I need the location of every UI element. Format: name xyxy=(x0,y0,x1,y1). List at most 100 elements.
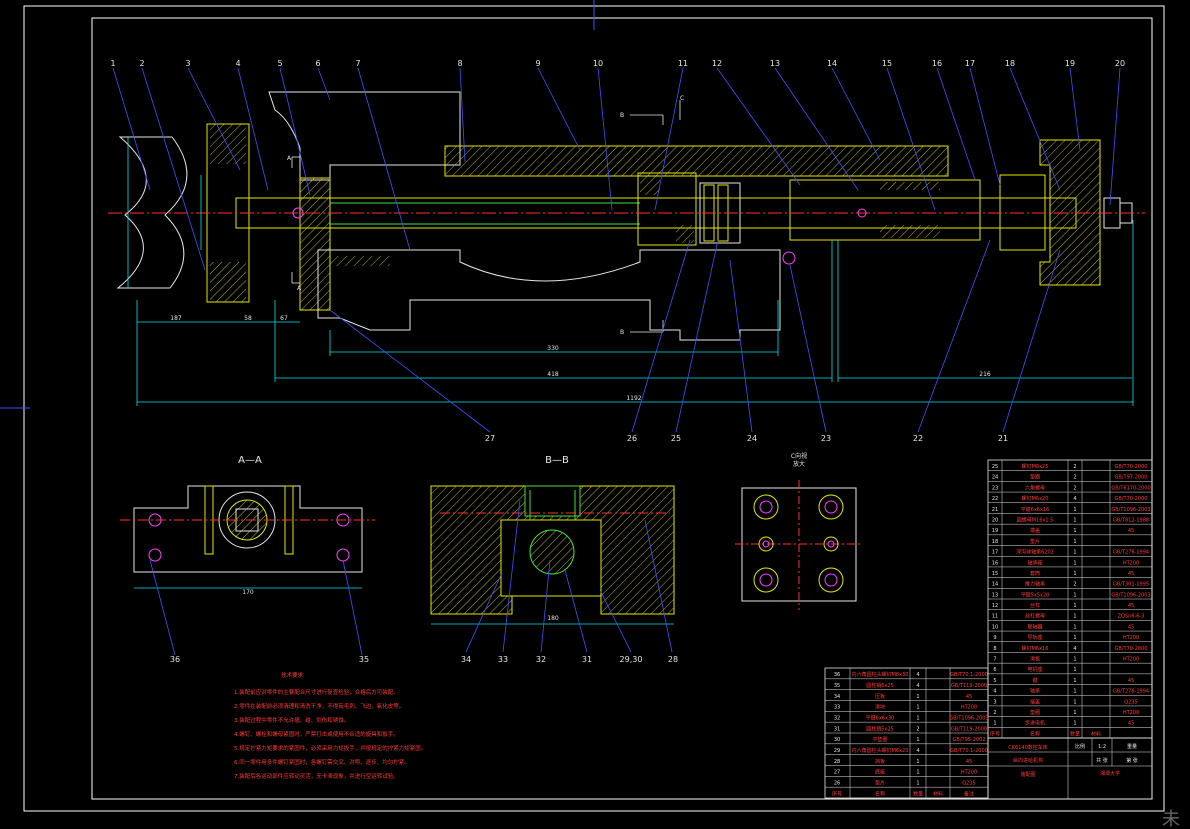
bom-cell: 1 xyxy=(1073,656,1076,662)
callout-number: 13 xyxy=(770,59,780,68)
bom-cell: 45 xyxy=(1128,528,1134,534)
bom-cell: 1 xyxy=(1073,667,1076,673)
tech-req-line: 5.规定拧紧力矩要求的紧固件，必须采用力矩扳手，并按规定的拧紧力矩紧固。 xyxy=(234,744,426,752)
motor-flange-hatch-bottom xyxy=(210,262,246,302)
callout-number: 33 xyxy=(498,655,508,664)
section-b-b[interactable]: B—B 180 34 33 32 31 29,30 28 xyxy=(430,455,678,664)
callout-number: 20 xyxy=(1115,59,1125,68)
bom-cell: 4 xyxy=(993,689,996,695)
technical-requirements: 技术要求 1.装配前应对零件的主要配合尺寸进行复查检验，合格后方可装配。 2.零… xyxy=(234,671,426,780)
dim-text: 418 xyxy=(547,371,559,378)
bom-cell: 数量 xyxy=(913,790,923,797)
bom-cell: 8 xyxy=(993,646,996,652)
bom-cell: 7 xyxy=(993,656,996,662)
bom-cell: 圆螺母M16x1.5 xyxy=(1017,516,1054,523)
bom-cell: 名称 xyxy=(875,790,885,797)
bom-cell: 6 xyxy=(993,667,996,673)
bom-cell: GB/T95-2002 xyxy=(953,737,986,743)
bom-cell: 29 xyxy=(834,748,840,754)
callout-number: 1 xyxy=(110,59,115,68)
bom-cell: HT200 xyxy=(1123,710,1139,716)
bom-cell: 1 xyxy=(916,780,919,786)
bom-cell: 滑板 xyxy=(1030,655,1040,662)
bom-cell: 1 xyxy=(1073,614,1076,620)
bom-cell: 挡板 xyxy=(875,758,885,765)
bom-cell: 键 xyxy=(1032,677,1037,684)
callout-number: 18 xyxy=(1005,59,1015,68)
bom-cell: 25 xyxy=(992,464,998,470)
bom-cell: 螺钉M6x16 xyxy=(1022,645,1049,652)
bom-cell: 端盖 xyxy=(1030,698,1040,705)
bom-cell: 20 xyxy=(992,517,998,523)
tech-req-line: 1.装配前应对零件的主要配合尺寸进行复查检验，合格后方可装配。 xyxy=(234,688,399,696)
bom-cell: 联轴器 xyxy=(1027,623,1042,630)
bom-cell: 1 xyxy=(1073,721,1076,727)
right-seat-hatch-bottom xyxy=(880,225,940,238)
bom-cell: 内六角圆柱头螺钉M8x30 xyxy=(852,671,909,678)
callout-number: 17 xyxy=(965,59,975,68)
title-sheet-label: 共 张 xyxy=(1096,757,1108,764)
bom-cell: 1 xyxy=(1073,624,1076,630)
bom-cell: 2 xyxy=(1073,582,1076,588)
bom-cell: 端盖 xyxy=(1030,527,1040,534)
aa-leader-36 xyxy=(149,559,176,656)
bom-cell: HT200 xyxy=(961,705,977,711)
main-dimensions xyxy=(127,137,1134,406)
bom-cell: 22 xyxy=(992,496,998,502)
aa-dim-text: 170 xyxy=(242,589,254,596)
bom-cell: 45 xyxy=(1128,721,1134,727)
bom-cell: 套筒 xyxy=(1030,570,1040,577)
bom-cell: 36 xyxy=(834,672,840,678)
bom-cell: 1 xyxy=(916,694,919,700)
bom-cell: 1 xyxy=(1073,539,1076,545)
dim-text: 187 xyxy=(170,315,182,322)
bom-cell: 15 xyxy=(992,571,998,577)
bom-cell: 35 xyxy=(834,683,840,689)
tech-req-line: 7.装配后各运动部件应转动灵活，无卡滞现象，并进行空运转试验。 xyxy=(234,772,399,780)
dim-text: 58 xyxy=(244,315,252,322)
callout-number: 15 xyxy=(882,59,892,68)
bom-cell: GB/T1096-2003 xyxy=(1111,507,1150,513)
bom-cell: 材料 xyxy=(933,790,943,797)
bb-screw-section xyxy=(529,529,575,575)
bom-cell: 30 xyxy=(834,737,840,743)
bom-cell: 丝杠螺母 xyxy=(1025,613,1045,620)
bom-cell: 4 xyxy=(1073,646,1076,652)
bom-cell: 2 xyxy=(1073,485,1076,491)
base xyxy=(317,249,781,341)
cut-mark-b-bottom: B xyxy=(620,329,624,336)
bom-cell: 18 xyxy=(992,539,998,545)
main-assembly-view[interactable] xyxy=(108,91,1145,341)
view-c[interactable]: C向视 放大 xyxy=(735,452,862,610)
bom-cell: 1 xyxy=(1073,560,1076,566)
tech-req-line: 3.装配过程中零件不允许磕、碰、划伤和锈蚀。 xyxy=(234,716,349,724)
bom-cell: GB/T119-2000 xyxy=(951,683,987,689)
bom-cell: 螺钉M8x25 xyxy=(1022,463,1049,470)
bom-cell: 1 xyxy=(1073,517,1076,523)
view-c-title: C向视 xyxy=(791,452,807,460)
bom-cell: 六角螺母 xyxy=(1025,484,1045,491)
bom-cell: 5 xyxy=(993,678,996,684)
title-drawing-name: 装配图 xyxy=(1020,771,1035,778)
bom-cell: 11 xyxy=(992,614,998,620)
section-aa-title: A—A xyxy=(238,455,262,466)
bom-cell: 深沟球轴承6202 xyxy=(1016,549,1054,556)
bom-cell: GB/T6170-2000 xyxy=(1111,485,1150,491)
bom-cell: 1 xyxy=(1073,678,1076,684)
bom-cell: 45 xyxy=(1128,624,1134,630)
dim-text: 216 xyxy=(979,371,991,378)
stepper-motor xyxy=(116,136,188,289)
section-bb-title: B—B xyxy=(545,455,569,466)
bom-cell: 1 xyxy=(1073,699,1076,705)
view-c-holes xyxy=(753,494,844,593)
bom-cell: 1 xyxy=(1073,592,1076,598)
bom-cell: GB/T70-2000 xyxy=(1115,464,1148,470)
bom-cell: 9 xyxy=(993,635,996,641)
motor-seat xyxy=(268,91,461,181)
section-a-a[interactable]: A—A 170 36 35 xyxy=(120,455,375,664)
bom-cell: 4 xyxy=(916,683,919,689)
bom-cell: 1 xyxy=(1073,550,1076,556)
bb-dim-text: 180 xyxy=(547,615,559,622)
